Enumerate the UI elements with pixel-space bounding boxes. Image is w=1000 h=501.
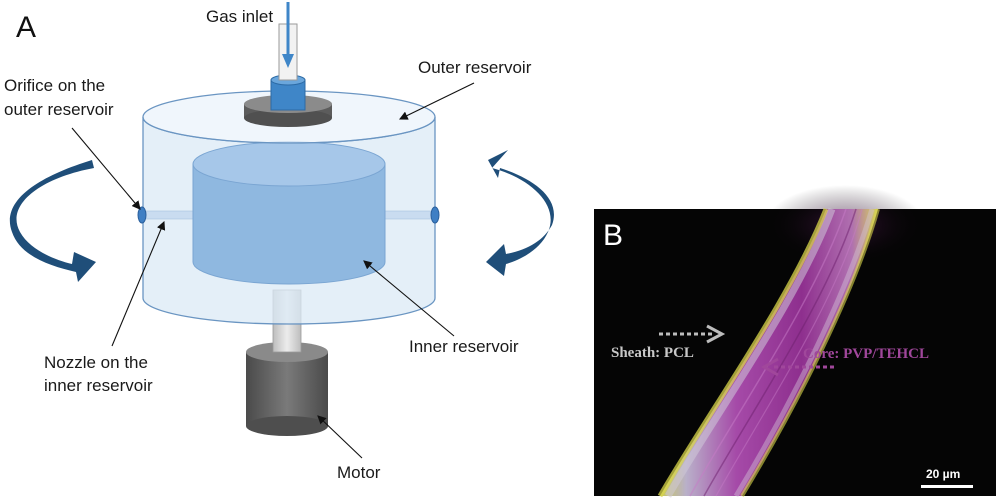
nozzle-leader: [111, 220, 166, 347]
right-nozzle-tube: [384, 210, 436, 220]
outer-reservoir: [137, 90, 440, 325]
panel-a-letter: A: [16, 11, 36, 44]
motor-leader: [317, 415, 363, 459]
orifice-label-line1: Orifice on the: [4, 76, 105, 95]
core-label: Core: PVP/TEHCL: [803, 346, 929, 362]
left-orifice: [137, 206, 147, 224]
inner-reservoir-leader: [363, 260, 455, 337]
scale-bar-label: 20 µm: [926, 467, 960, 481]
rotation-arrow-left: [9, 160, 97, 282]
outer-reservoir-label: Outer reservoir: [418, 58, 532, 77]
right-orifice: [430, 206, 440, 224]
inner-reservoir-label: Inner reservoir: [409, 337, 519, 356]
motor-label: Motor: [337, 463, 381, 482]
gas-inlet-label: Gas inlet: [206, 7, 273, 26]
panel-b: B Sheath: PCL Core: PVP/TEHCL 20 µm: [594, 185, 996, 498]
outer-reservoir-leader: [399, 82, 475, 120]
inner-reservoir: [192, 141, 386, 285]
gas-inlet-fitting: [270, 2, 306, 111]
panel-b-letter: B: [603, 219, 623, 252]
orifice-label-line2: outer reservoir: [4, 100, 114, 119]
left-nozzle-tube: [142, 210, 194, 220]
fiber-micrograph: [657, 207, 880, 498]
sheath-arrow-head: [706, 324, 726, 344]
nozzle-label-line2: inner reservoir: [44, 376, 153, 395]
orifice-leader: [71, 127, 141, 210]
nozzle-label-line1: Nozzle on the: [44, 353, 148, 372]
rotation-arrow-right: [486, 150, 554, 276]
scale-bar: [921, 485, 973, 488]
panel-a: A: [4, 2, 554, 482]
sheath-label: Sheath: PCL: [611, 345, 694, 361]
motor: [246, 342, 328, 436]
core-arrow-head: [760, 357, 779, 377]
